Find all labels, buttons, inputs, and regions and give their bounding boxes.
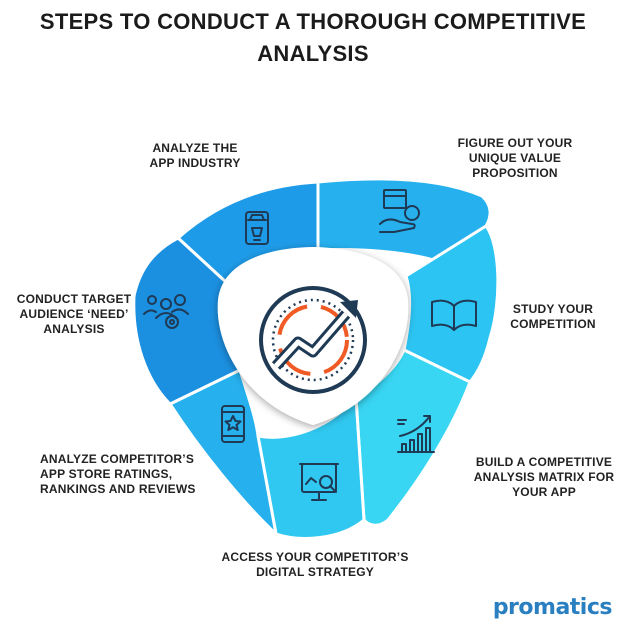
label-line: APP INDUSTRY: [149, 156, 241, 170]
label-line: ANALYSIS MATRIX FOR: [473, 470, 615, 484]
label-line: CONDUCT TARGET: [16, 292, 132, 306]
step-label-value-proposition: FIGURE OUT YOUR UNIQUE VALUE PROPOSITION: [430, 136, 600, 181]
brand-logo: promatics: [492, 595, 613, 620]
label-line: AUDIENCE ‘NEED’: [19, 307, 129, 321]
growth-arrow-icon: [259, 286, 367, 394]
label-line: COMPETITION: [510, 317, 596, 331]
page-title: STEPS TO CONDUCT A THOROUGH COMPETITIVE …: [0, 6, 626, 70]
label-line: YOUR APP: [512, 485, 576, 499]
segment-analysis-matrix: [354, 347, 472, 527]
label-line: STUDY YOUR: [512, 302, 594, 316]
presentation-search-icon: [299, 463, 339, 501]
audience-target-icon: [143, 294, 189, 329]
segment-value-proposition: [316, 177, 492, 264]
center-shape: [217, 247, 409, 425]
title-line-2: ANALYSIS: [257, 41, 369, 66]
phone-star-icon: [221, 405, 245, 443]
step-label-analyze-industry: ANALYZE THE APP INDUSTRY: [110, 141, 280, 171]
open-book-icon: [431, 299, 477, 331]
label-line: PROPOSITION: [472, 166, 558, 180]
label-line: ANALYZE THE: [152, 141, 238, 155]
growth-chart-icon: [397, 415, 435, 453]
smartphone-store-icon: [245, 211, 269, 245]
label-line: FIGURE OUT YOUR: [457, 136, 573, 150]
label-line: ANALYZE COMPETITOR’S: [40, 452, 195, 466]
product-hand-icon: [379, 189, 420, 233]
label-line: RANKINGS AND REVIEWS: [40, 482, 196, 496]
label-line: BUILD A COMPETITIVE: [475, 455, 613, 469]
step-label-app-store-ratings: ANALYZE COMPETITOR’S APP STORE RATINGS, …: [40, 452, 230, 497]
label-line: ANALYSIS: [43, 322, 105, 336]
label-line: DIGITAL STRATEGY: [256, 565, 374, 579]
label-line: UNIQUE VALUE: [468, 151, 562, 165]
label-line: APP STORE RATINGS,: [40, 467, 173, 481]
label-line: ACCESS YOUR COMPETITOR’S: [221, 550, 409, 564]
title-line-1: STEPS TO CONDUCT A THOROUGH COMPETITIVE: [39, 9, 587, 34]
step-label-study-competition: STUDY YOUR COMPETITION: [490, 302, 616, 332]
step-label-digital-strategy: ACCESS YOUR COMPETITOR’S DIGITAL STRATEG…: [180, 550, 450, 580]
step-label-analysis-matrix: BUILD A COMPETITIVE ANALYSIS MATRIX FOR …: [466, 455, 622, 500]
step-label-audience-need: CONDUCT TARGET AUDIENCE ‘NEED’ ANALYSIS: [4, 292, 144, 337]
